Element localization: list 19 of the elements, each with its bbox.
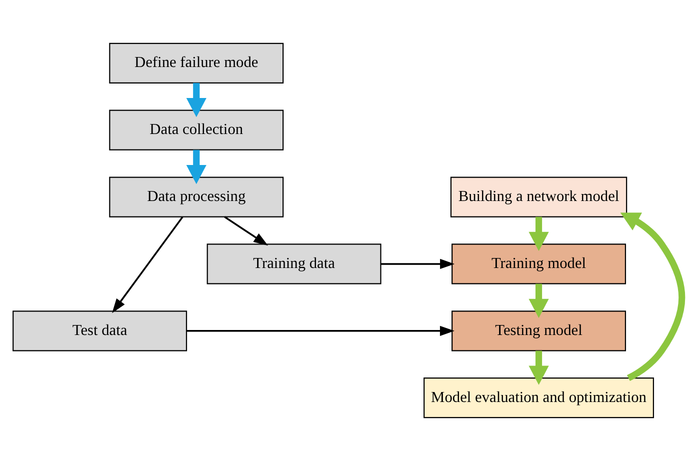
node-box: Model evaluation and optimization [424,377,654,418]
node-box: Building a network model [450,176,628,217]
node-box: Data processing [109,176,284,217]
arrow [620,212,686,381]
node-box: Training model [452,243,626,284]
node-box: Define failure mode [109,42,284,83]
arrow [186,149,206,184]
node-box: Data collection [109,109,284,150]
arrow [528,350,549,384]
arrow [186,82,206,117]
arrow [224,216,268,246]
arrow [381,258,455,269]
node-box: Testing model [452,310,626,351]
arrow [528,283,549,318]
arrow [528,216,549,251]
node-box: Training data [206,243,382,284]
node-box: Test data [12,310,188,351]
arrow [112,216,184,313]
arrow [186,325,454,336]
